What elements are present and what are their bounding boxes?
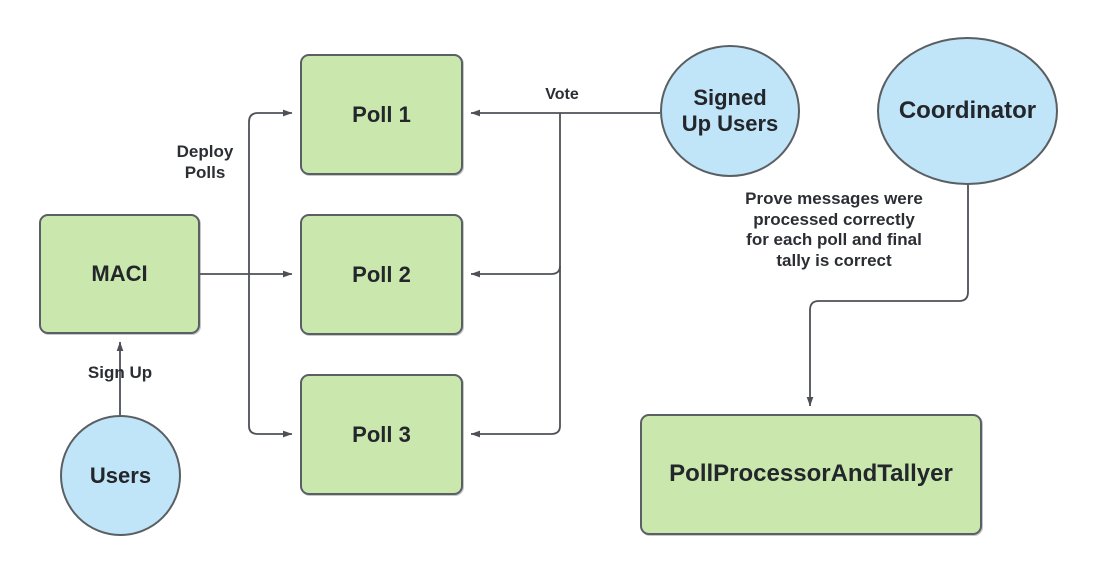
edge-vote-to-poll3 bbox=[470, 425, 561, 438]
edge-deploy-to-poll1 bbox=[248, 109, 293, 123]
node-poll-3[interactable]: Poll 3 bbox=[300, 374, 463, 495]
edge-deploy-to-poll3 bbox=[248, 425, 293, 438]
node-poll-1[interactable]: Poll 1 bbox=[300, 54, 463, 175]
node-users[interactable]: Users bbox=[60, 415, 181, 536]
node-poll-2[interactable]: Poll 2 bbox=[300, 214, 463, 335]
edge-prove-coordinator-to-ppat bbox=[806, 185, 969, 407]
edge-label-deploy-polls: Deploy Polls bbox=[176, 142, 234, 182]
node-poll-processor-and-tallyer[interactable]: PollProcessorAndTallyer bbox=[640, 414, 982, 535]
edge-label-sign-up: Sign Up bbox=[87, 363, 153, 382]
node-signed-up-users[interactable]: Signed Up Users bbox=[660, 45, 800, 177]
edge-vote-to-poll2 bbox=[470, 265, 561, 278]
edge-label-vote: Vote bbox=[545, 86, 579, 103]
node-coordinator[interactable]: Coordinator bbox=[877, 37, 1058, 185]
edge-label-prove-messages: Prove messages were processed correctly … bbox=[745, 189, 923, 271]
node-maci[interactable]: MACI bbox=[39, 214, 200, 334]
